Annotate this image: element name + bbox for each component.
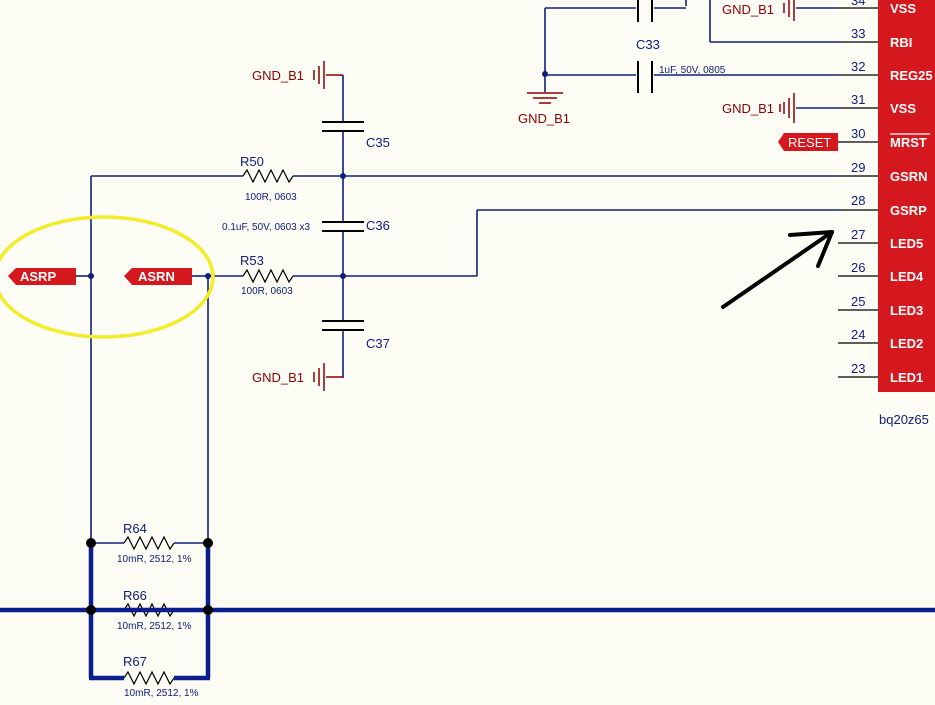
ic-body: [878, 0, 935, 392]
r67-value: 10mR, 2512, 1%: [124, 688, 199, 699]
c35-ref: C35: [366, 135, 390, 150]
ground-symbol: [779, 93, 795, 123]
pin-number: 28: [851, 193, 865, 208]
pin-number: 34: [851, 0, 865, 8]
c36-ref: C36: [366, 218, 390, 233]
junction-dot: [86, 605, 96, 615]
ground-label: GND_B1: [518, 111, 570, 126]
pin-number: 29: [851, 160, 865, 175]
sense-circuit: ASRP ASRN R64 10mR, 2512, 1% R66 10mR, 2…: [0, 176, 935, 699]
pin-number: 32: [851, 59, 865, 74]
filter-circuit: GND_B1 C35 C36 0.1uF, 50V, 0603 x3 C37 G…: [91, 61, 838, 391]
r50-value: 100R, 0603: [245, 192, 297, 203]
pin-number: 27: [851, 227, 865, 242]
pin-name: RBI: [890, 35, 912, 50]
pin-name: LED4: [890, 269, 924, 284]
pin-name: GSRP: [890, 203, 927, 218]
junction-dot: [203, 538, 213, 548]
ground-symbol: [527, 92, 563, 104]
pin-number: 25: [851, 294, 865, 309]
pin-name: MRST: [890, 135, 927, 150]
pin-number: 30: [851, 126, 865, 141]
asrp-port-label: ASRP: [20, 269, 56, 284]
asrn-port-label: ASRN: [138, 269, 175, 284]
junction-dot: [205, 273, 211, 279]
ic-bq20z65: bq20z65: [878, 0, 935, 427]
pin-number: 24: [851, 327, 865, 342]
ic-pin-names: VSS RBI REG25 VSS MRST GSRN GSRP LED5 LE…: [890, 1, 933, 385]
pin-name: REG25: [890, 68, 933, 83]
r67-ref: R67: [123, 654, 147, 669]
annotations: [0, 215, 834, 339]
pin-number: 26: [851, 260, 865, 275]
ground-symbol: [783, 0, 795, 21]
r66-ref: R66: [123, 588, 147, 603]
junction-dot: [203, 605, 213, 615]
c33-value: 1uF, 50V, 0805: [659, 65, 726, 76]
r53-ref: R53: [240, 253, 264, 268]
pin-name: LED2: [890, 336, 923, 351]
junction-dot: [86, 538, 96, 548]
pin-number: 31: [851, 92, 865, 107]
ground-label: GND_B1: [252, 370, 304, 385]
reset-port-label: RESET: [788, 135, 831, 150]
highlight-ellipse: [0, 215, 215, 339]
arrow-annotation: [721, 230, 834, 309]
asrn-port: ASRN: [124, 268, 192, 285]
ground-label: GND_B1: [252, 68, 304, 83]
pin-name: LED1: [890, 370, 923, 385]
pin-name: GSRN: [890, 169, 928, 184]
reset-port: RESET: [778, 133, 838, 151]
ic-name: bq20z65: [879, 412, 929, 427]
r64-value: 10mR, 2512, 1%: [117, 554, 192, 565]
r66-value: 10mR, 2512, 1%: [117, 621, 192, 632]
pin-number: 23: [851, 361, 865, 376]
r50-ref: R50: [240, 154, 264, 169]
junction-dot: [88, 273, 94, 279]
asrp-port: ASRP: [8, 268, 76, 285]
pin-name: LED5: [890, 236, 923, 251]
ground-symbol: [313, 363, 325, 391]
c37-ref: C37: [366, 336, 390, 351]
ic-pin-numbers: 34 33 32 31 30 29 28 27 26 25 24 23: [851, 0, 865, 376]
r53-value: 100R, 0603: [241, 286, 293, 297]
c33-ref: C33: [636, 37, 660, 52]
top-circuit: GND_B1 C33 1uF, 50V, 0805 GND_B1 GND_B1 …: [518, 0, 838, 151]
pin-name: LED3: [890, 303, 923, 318]
pin-name: VSS: [890, 1, 916, 16]
c36-value: 0.1uF, 50V, 0603 x3: [222, 222, 310, 233]
ic-pin-stubs: [838, 7, 878, 378]
ground-symbol: [313, 61, 325, 89]
ground-label: GND_B1: [722, 101, 774, 116]
r64-ref: R64: [123, 521, 147, 536]
ground-label: GND_B1: [722, 2, 774, 17]
pin-number: 33: [851, 26, 865, 41]
pin-name: VSS: [890, 101, 916, 116]
